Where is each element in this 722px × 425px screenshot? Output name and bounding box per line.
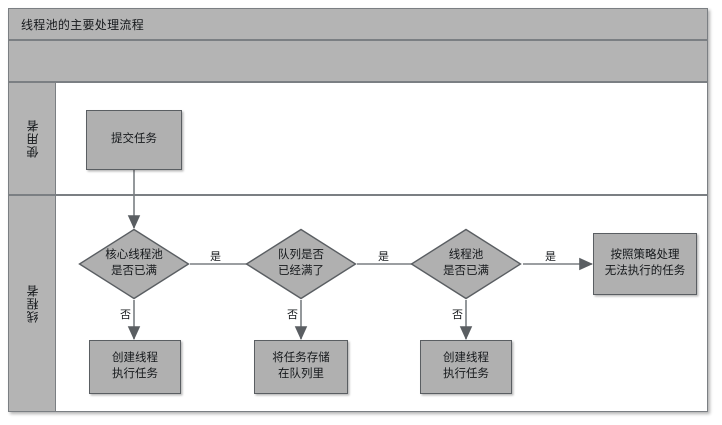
swimlane-header-thread: 线程者 [8,195,56,412]
diagram-title-band: 线程池的主要处理流程 [8,8,708,40]
diagram-header-band [8,40,708,82]
node-submit-task-label: 提交任务 [111,133,157,146]
node-reject-policy-line1: 按照策略处理 [610,249,680,262]
node-create-thread-1-line1: 创建线程 [112,352,158,365]
node-queue-full[interactable]: 队列是否 已经满了 [245,228,357,300]
node-store-in-queue[interactable]: 将任务存储 在队列里 [254,340,348,394]
edge-label-yes-3: 是 [545,251,556,263]
swimlane-header-user: 使用者 [8,82,56,195]
node-create-thread-2-line1: 创建线程 [443,352,489,365]
node-reject-policy-line2: 无法执行的任务 [604,265,686,277]
node-submit-task[interactable]: 提交任务 [86,110,182,170]
node-pool-full[interactable]: 线程池 是否已满 [410,228,522,300]
diagram-title: 线程池的主要处理流程 [21,17,145,32]
node-reject-policy[interactable]: 按照策略处理 无法执行的任务 [593,233,697,295]
edge-label-no-1: 否 [120,309,131,321]
edge-label-no-3: 否 [452,309,463,321]
node-create-thread-1-line2: 执行任务 [112,368,158,380]
edge-label-no-2: 否 [287,309,298,321]
edge-label-yes-2: 是 [378,251,389,263]
node-store-in-queue-line2: 在队列里 [278,368,324,380]
node-store-in-queue-line1: 将任务存储 [272,352,330,365]
node-create-thread-2[interactable]: 创建线程 执行任务 [420,340,512,394]
node-create-thread-1[interactable]: 创建线程 执行任务 [89,340,181,394]
edge-label-yes-1: 是 [210,251,221,263]
node-create-thread-2-line2: 执行任务 [443,368,489,380]
node-core-pool-full[interactable]: 核心线程池 是否已满 [78,228,190,300]
